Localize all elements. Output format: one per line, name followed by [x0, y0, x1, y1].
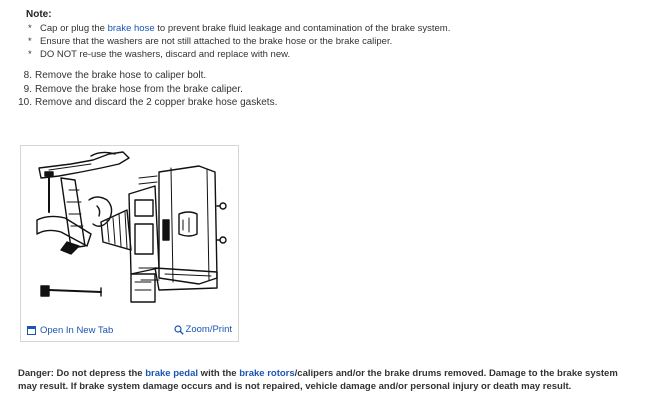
note-item: * DO NOT re-use the washers, discard and…	[26, 48, 626, 61]
danger-label: Danger:	[18, 368, 54, 379]
zoom-print-link[interactable]: Zoom/Print	[173, 324, 232, 335]
step-text: Remove the brake hose from the brake cal…	[35, 83, 243, 95]
zoom-print-label: Zoom/Print	[185, 324, 232, 335]
step-text: Remove and discard the 2 copper brake ho…	[35, 97, 278, 108]
note-item: * Cap or plug the brake hose to prevent …	[26, 22, 626, 35]
bullet-star: *	[28, 49, 32, 60]
note-text: DO NOT re-use the washers, discard and r…	[40, 49, 291, 60]
brake-caliper-figure: Open In New Tab Zoom/Print	[20, 145, 239, 342]
figure-actions: Open In New Tab Zoom/Print	[21, 321, 238, 341]
note-item: * Ensure that the washers are not still …	[26, 35, 626, 48]
step-text: Remove the brake hose to caliper bolt.	[35, 70, 207, 81]
bullet-star: *	[28, 36, 32, 47]
brake-hose-link[interactable]: brake hose	[107, 23, 155, 34]
step-item: 10.Remove and discard the 2 copper brake…	[14, 96, 614, 110]
danger-notice: Danger: Do not depress the brake pedal w…	[18, 367, 638, 393]
danger-text: with the	[198, 368, 240, 379]
note-title: Note:	[26, 9, 52, 20]
danger-text: Do not depress the	[53, 368, 146, 379]
open-in-new-tab-link[interactable]: Open In New Tab	[27, 325, 113, 336]
step-number: 9.	[23, 83, 32, 95]
step-number: 10.	[18, 97, 32, 108]
new-tab-icon	[27, 326, 36, 335]
open-in-new-tab-label: Open In New Tab	[40, 325, 114, 336]
step-list: 8.Remove the brake hose to caliper bolt.…	[14, 69, 614, 110]
brake-caliper-illustration	[36, 151, 227, 303]
bullet-star: *	[28, 23, 32, 34]
brake-pedal-link[interactable]: brake pedal	[145, 368, 199, 379]
note-block: Note: * Cap or plug the brake hose to pr…	[26, 8, 626, 61]
step-item: 8.Remove the brake hose to caliper bolt.	[14, 69, 614, 83]
note-text: Ensure that the washers are not still at…	[40, 36, 393, 47]
step-item: 9.Remove the brake hose from the brake c…	[14, 83, 614, 97]
magnifier-icon	[173, 324, 184, 335]
note-text: to prevent brake fluid leakage and conta…	[154, 23, 451, 34]
danger-text: /calipers and/or the brake drums removed…	[18, 368, 618, 392]
brake-rotors-link[interactable]: brake rotors	[239, 368, 295, 379]
note-text: Cap or plug the	[40, 23, 108, 34]
step-number: 8.	[23, 70, 32, 81]
